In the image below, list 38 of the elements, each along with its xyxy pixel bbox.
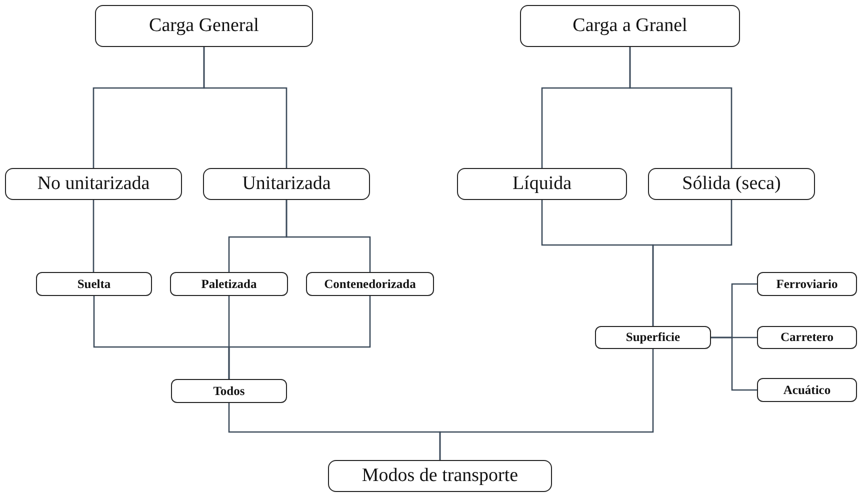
subcategory-box xyxy=(595,326,711,349)
node-label: Paletizada xyxy=(201,276,257,292)
node-label: Superficie xyxy=(626,330,680,345)
node-label: No unitarizada xyxy=(37,173,150,195)
node-label: Carga General xyxy=(149,15,259,37)
connector-line xyxy=(652,200,732,326)
node-label: Carretero xyxy=(780,330,834,345)
node-label: Carga a Granel xyxy=(572,15,688,37)
connector-line xyxy=(92,200,94,272)
node-label: Suelta xyxy=(77,276,111,292)
subcategory-box xyxy=(306,272,434,296)
subcategory-box xyxy=(757,272,857,296)
category-box xyxy=(457,168,627,200)
connector-line xyxy=(228,296,371,379)
category-box xyxy=(520,5,740,47)
connector-line xyxy=(629,47,732,168)
category-box xyxy=(95,5,313,47)
subcategory-box xyxy=(170,272,288,296)
node-label: Modos de transporte xyxy=(362,465,518,487)
node-label: Sólida (seca) xyxy=(682,173,781,195)
category-box xyxy=(5,168,182,200)
node-label: Todos xyxy=(213,384,245,398)
category-box xyxy=(648,168,815,200)
connector-line xyxy=(711,336,757,391)
category-box xyxy=(328,460,552,492)
category-box xyxy=(203,168,370,200)
node-label: Líquida xyxy=(512,173,572,195)
subcategory-box xyxy=(757,378,857,402)
subcategory-box xyxy=(36,272,152,296)
node-label: Ferroviario xyxy=(776,276,838,292)
subcategory-box xyxy=(757,326,857,349)
node-label: Unitarizada xyxy=(242,173,331,195)
connector-line xyxy=(286,200,371,272)
connector-line xyxy=(203,47,288,168)
node-label: Acuático xyxy=(783,382,831,398)
subcategory-box xyxy=(171,379,287,403)
connector-line xyxy=(439,349,654,460)
node-label: Contenedorizada xyxy=(324,276,416,292)
